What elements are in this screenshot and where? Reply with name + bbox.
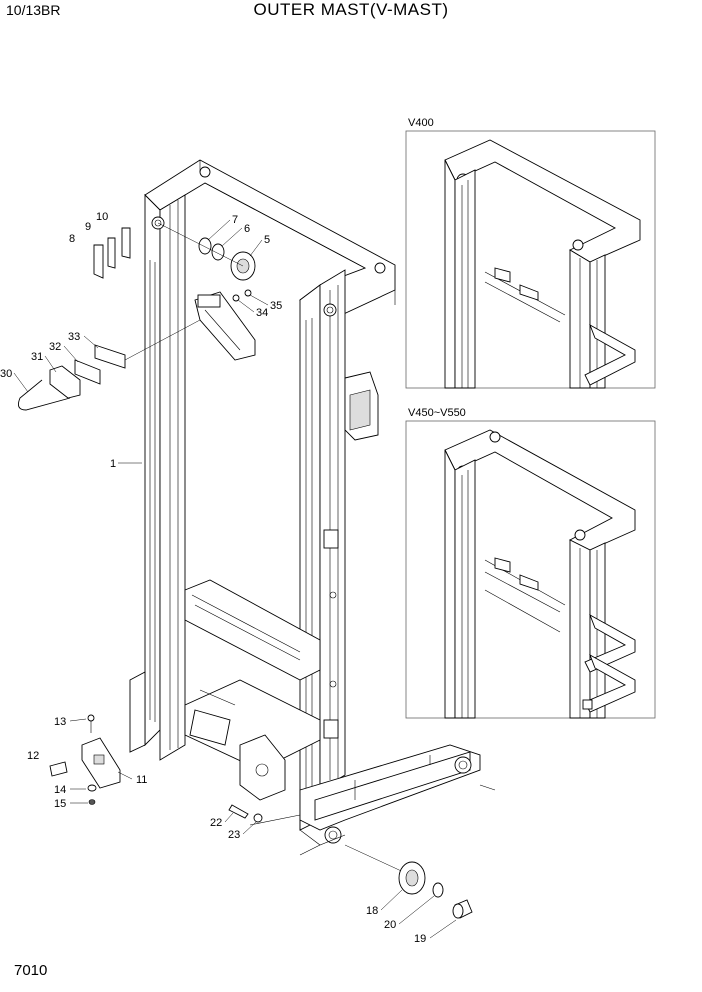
bearing-parts-lower: [344, 844, 473, 919]
callout-30: 30: [0, 368, 12, 380]
callout-5: 5: [264, 234, 270, 246]
callout-8: 8: [69, 233, 75, 245]
callout-23: 23: [228, 829, 240, 841]
bearing-parts-upper: [157, 222, 256, 281]
pin-nut-22-23: [228, 804, 263, 823]
callout-labels: 1 5 6 7 8 9 10 11 12 13 14 15 18 19 20 2…: [0, 211, 457, 945]
callout-33: 33: [68, 331, 80, 343]
page-number: 7010: [14, 962, 48, 979]
plates-8-9-10: [93, 227, 131, 279]
clamp-parts: [18, 319, 201, 411]
callout-13: 13: [54, 716, 66, 728]
page-title: OUTER MAST(V-MAST): [253, 0, 449, 19]
callout-31: 31: [31, 351, 43, 363]
callout-32: 32: [49, 341, 61, 353]
bolts-34-35: [232, 289, 252, 302]
callout-7: 7: [232, 214, 238, 226]
callout-22: 22: [210, 817, 222, 829]
inset-v450-label: V450~V550: [408, 407, 466, 419]
callout-10: 10: [96, 211, 108, 223]
callout-34: 34: [256, 307, 268, 319]
inset-v400: V400: [405, 117, 656, 389]
callout-18: 18: [366, 905, 378, 917]
callout-14: 14: [54, 784, 66, 796]
callout-19: 19: [414, 933, 426, 945]
callout-11: 11: [136, 774, 147, 786]
inset-v450-v550: V450~V550: [405, 407, 656, 719]
callout-12: 12: [27, 750, 39, 762]
outer-mast-assembly: [129, 159, 496, 856]
lower-bracket-parts: [49, 714, 121, 805]
callout-9: 9: [85, 221, 91, 233]
callout-35: 35: [270, 300, 282, 312]
callout-6: 6: [244, 223, 250, 235]
model-code: 10/13BR: [6, 2, 61, 18]
callout-1: 1: [110, 458, 116, 470]
callout-20: 20: [384, 919, 396, 931]
callout-15: 15: [54, 798, 66, 810]
inset-v400-label: V400: [408, 117, 434, 129]
